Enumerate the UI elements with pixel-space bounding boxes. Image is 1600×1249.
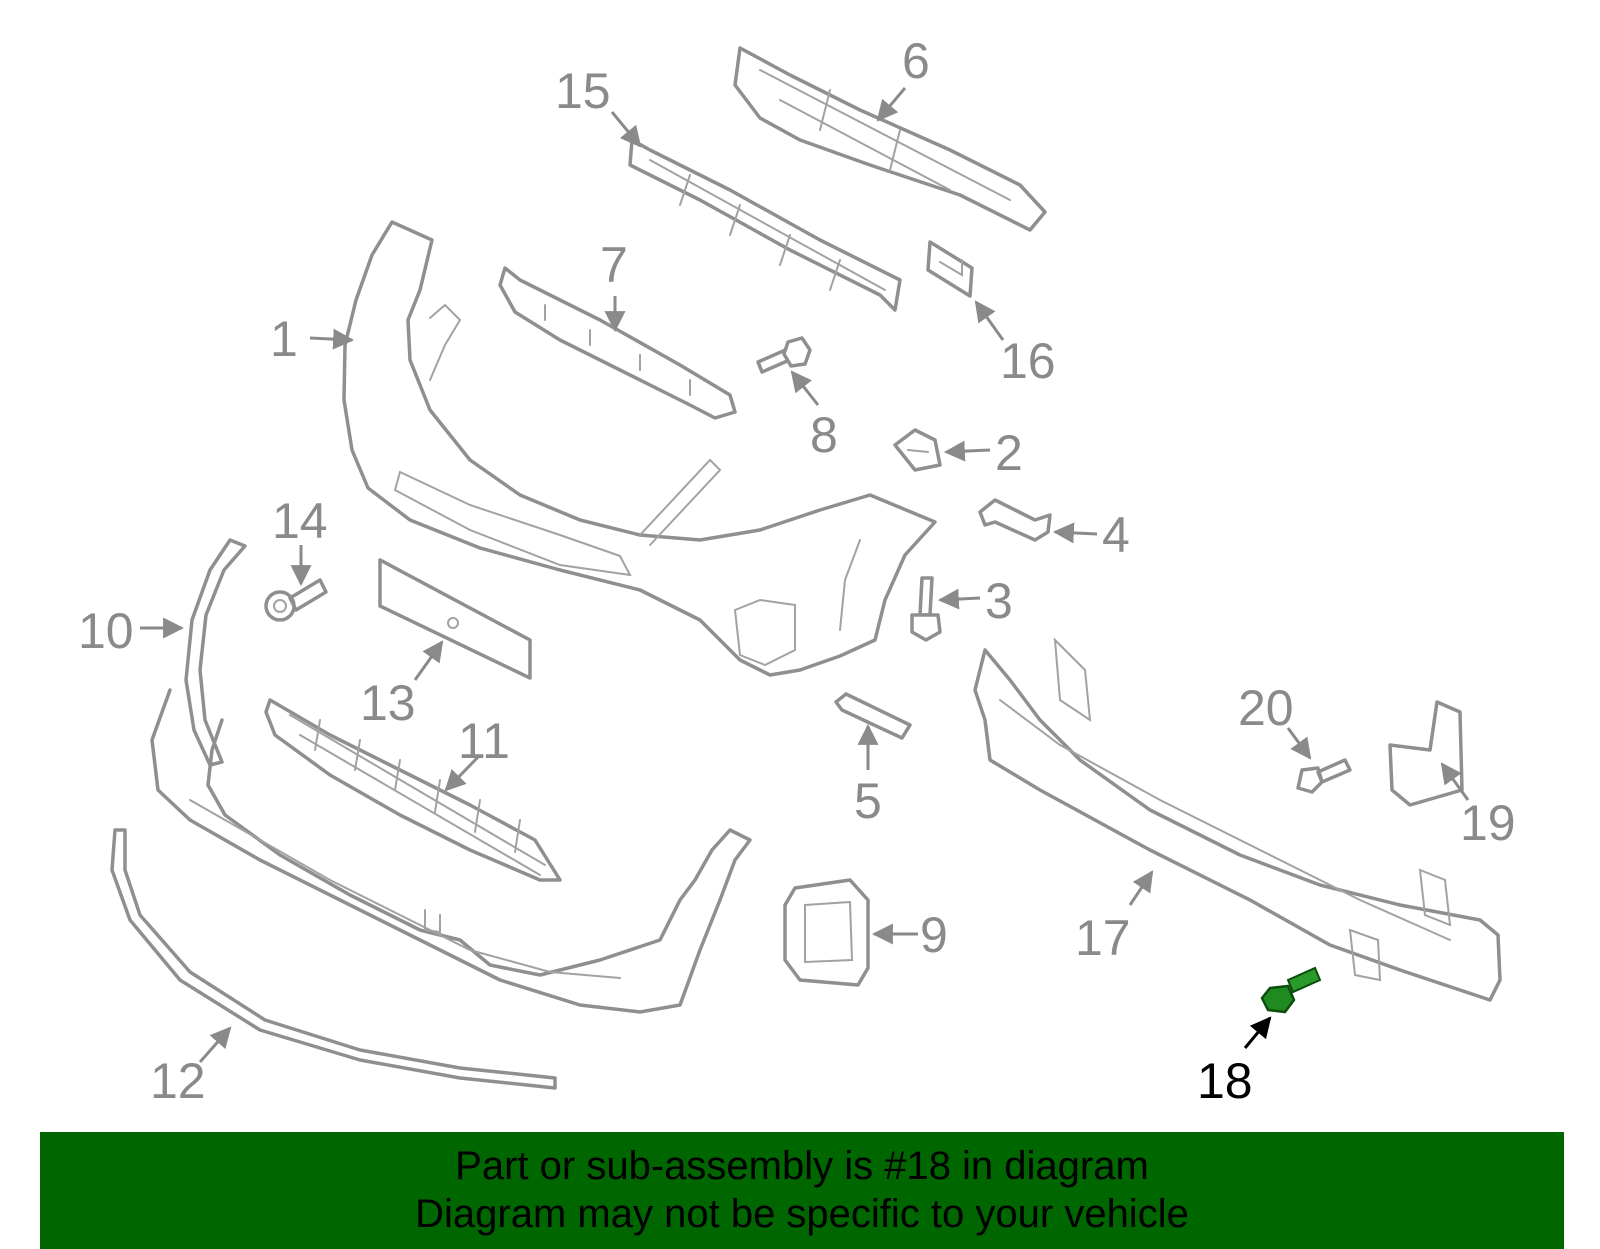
- arrow-8: [790, 370, 820, 406]
- callout-label-15: 15: [555, 63, 611, 119]
- callout-label-20: 20: [1238, 680, 1294, 736]
- arrow-18: [1243, 1016, 1272, 1049]
- part-4-bracket: [978, 498, 1052, 542]
- callout-label-17: 17: [1075, 910, 1131, 966]
- arrow-16: [974, 300, 1005, 341]
- banner-line-disclaimer: Diagram may not be specific to your vehi…: [415, 1192, 1189, 1236]
- part-19-bracket: [1388, 700, 1464, 807]
- arrow-17: [1128, 870, 1154, 906]
- callout-label-5: 5: [854, 773, 882, 829]
- arrow-20: [1286, 727, 1312, 760]
- callout-label-13: 13: [360, 675, 416, 731]
- callout-label-11: 11: [458, 713, 510, 769]
- part-18-bolt: [1260, 966, 1322, 1014]
- callout-label-14: 14: [272, 493, 328, 549]
- info-banner: Part or sub-assembly is #18 in diagram D…: [40, 1132, 1564, 1249]
- arrow-2: [943, 440, 991, 462]
- arrow-6: [876, 87, 907, 122]
- callout-arrows: [140, 87, 1470, 1063]
- part-16-clip: [926, 240, 974, 298]
- callout-label-19: 19: [1460, 795, 1516, 851]
- callout-label-18: 18: [1197, 1053, 1253, 1109]
- callout-label-7: 7: [600, 237, 628, 293]
- arrow-19: [1440, 762, 1470, 801]
- part-13-license-bracket: [378, 558, 532, 680]
- callout-labels: 1 2 3 4 5 6 7 8 9 10 11 12 13 14 15 16 1…: [78, 33, 1516, 1109]
- part-11-lower-grille: [264, 698, 562, 882]
- lower-bumper-fascia: [150, 688, 752, 1014]
- part-8-bolt: [756, 336, 812, 374]
- arrow-1: [309, 328, 355, 350]
- part-6-upper-absorber: [733, 46, 1047, 232]
- part-5-stay: [834, 692, 912, 740]
- part-15-energy-absorber: [628, 138, 902, 312]
- arrow-4: [1052, 522, 1098, 544]
- callout-label-16: 16: [1000, 333, 1056, 389]
- callout-label-2: 2: [995, 425, 1023, 481]
- part-1-bumper-cover: [342, 220, 937, 677]
- banner-line-part: Part or sub-assembly is #18 in diagram: [455, 1144, 1149, 1188]
- arrow-11: [444, 753, 482, 792]
- callout-label-8: 8: [810, 407, 838, 463]
- callout-label-12: 12: [150, 1053, 206, 1109]
- arrow-15: [610, 111, 642, 148]
- callout-label-4: 4: [1102, 507, 1130, 563]
- part-9-fog-bezel: [783, 878, 870, 987]
- part-10-molding-strip: [184, 538, 247, 767]
- part-2-clip: [893, 428, 942, 472]
- part-3-screw: [910, 576, 942, 642]
- part-17-reinforcement-beam: [973, 637, 1502, 1002]
- callout-label-6: 6: [902, 33, 930, 89]
- callout-label-1: 1: [270, 311, 298, 367]
- part-14-push-pin: [264, 578, 328, 622]
- callout-label-3: 3: [985, 573, 1013, 629]
- part-7-grille-molding: [498, 266, 737, 420]
- part-12-lower-lip: [110, 828, 557, 1090]
- callout-label-9: 9: [920, 907, 948, 963]
- part-20-bolt: [1296, 758, 1352, 794]
- arrow-3: [937, 588, 981, 610]
- arrow-13: [413, 640, 444, 681]
- arrow-12: [198, 1026, 232, 1063]
- callout-label-10: 10: [78, 603, 134, 659]
